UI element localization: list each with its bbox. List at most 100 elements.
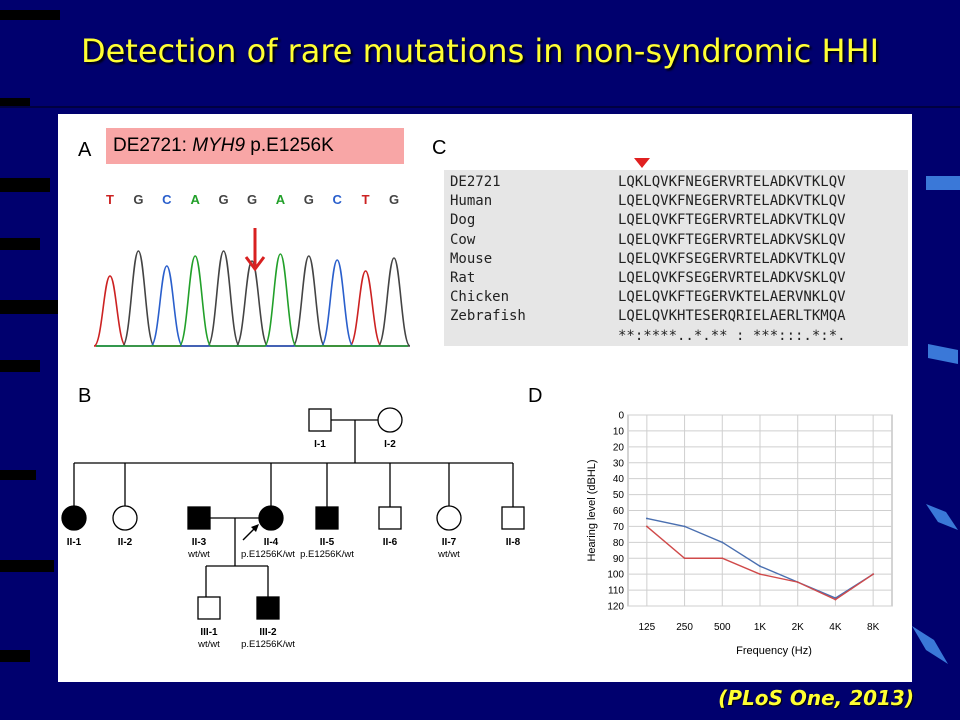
pedigree-genotype: p.E1256K/wt xyxy=(241,639,295,650)
citation: (PLoS One, 2013) xyxy=(718,686,914,710)
pedigree-id: I-2 xyxy=(384,439,396,450)
data-point xyxy=(645,525,648,528)
pedigree-female-symbol xyxy=(61,505,87,531)
x-tick-label: 125 xyxy=(639,622,656,633)
data-point xyxy=(872,573,875,576)
y-axis-label: Hearing level (dBHL) xyxy=(586,459,598,561)
base-call: C xyxy=(162,192,172,207)
pedigree-id: II-7 xyxy=(442,537,457,548)
alignment-species: Dog xyxy=(450,212,476,229)
mutation-arrow-icon xyxy=(244,228,266,272)
base-call: T xyxy=(106,192,114,207)
pedigree-female-symbol xyxy=(258,505,284,531)
alignment-species: Human xyxy=(450,193,493,210)
data-point xyxy=(683,557,686,560)
y-tick-label: 50 xyxy=(613,490,625,501)
pedigree-male-symbol xyxy=(308,408,332,432)
pedigree-id: I-1 xyxy=(314,439,326,450)
pedigree-female-symbol xyxy=(436,505,462,531)
panel-b-letter: B xyxy=(78,385,91,407)
alignment-sequence: LQKLQVKFNEGERVRTELADKVTKLQV xyxy=(618,174,846,190)
x-axis-label: Frequency (Hz) xyxy=(736,645,812,657)
base-call: G xyxy=(133,192,143,207)
alignment-species: Zebrafish xyxy=(450,308,526,325)
pedigree-id: II-2 xyxy=(118,537,133,548)
base-call: T xyxy=(362,192,370,207)
figure-panel: DE2721: MYH9 p.E1256K DE2721 LQKLQVKFNEGE… xyxy=(58,114,912,682)
x-tick-label: 500 xyxy=(714,622,731,633)
alignment-sequence: LQELQVKFTEGERVRTELADKVTKLQV xyxy=(618,212,846,229)
pedigree-female-symbol xyxy=(377,407,403,433)
panel-d-letter: D xyxy=(528,385,542,407)
panel-c-letter: C xyxy=(432,137,446,159)
y-tick-label: 100 xyxy=(607,570,624,581)
data-point xyxy=(721,557,724,560)
base-call: C xyxy=(333,192,343,207)
base-call: G xyxy=(389,192,399,207)
pedigree-genotype: wt/wt xyxy=(197,639,220,650)
mutation-label-prefix: DE2721: xyxy=(113,135,193,156)
base-call: G xyxy=(219,192,229,207)
mutation-label-variant: p.E1256K xyxy=(245,135,334,156)
y-tick-label: 120 xyxy=(607,602,624,613)
pedigree-id: II-3 xyxy=(192,537,207,548)
y-tick-label: 20 xyxy=(613,442,625,453)
pedigree-male-symbol xyxy=(187,506,211,530)
base-call: A xyxy=(276,192,286,207)
base-call: G xyxy=(304,192,314,207)
trace-line xyxy=(96,250,411,347)
pedigree-male-symbol xyxy=(501,506,525,530)
data-point xyxy=(834,598,837,601)
x-tick-label: 4K xyxy=(829,622,842,633)
x-tick-label: 250 xyxy=(676,622,693,633)
pedigree-genotype: wt/wt xyxy=(437,549,460,560)
x-tick-label: 2K xyxy=(792,622,805,633)
base-call: A xyxy=(191,192,201,207)
data-point xyxy=(759,565,761,568)
mutation-label: DE2721: MYH9 p.E1256K xyxy=(106,128,404,164)
pedigree-genotype: wt/wt xyxy=(187,549,210,560)
data-point xyxy=(683,525,686,528)
alignment-marker-icon xyxy=(634,158,650,168)
pedigree-male-symbol xyxy=(197,596,221,620)
alignment-species: DE2721 xyxy=(450,174,501,190)
x-tick-label: 1K xyxy=(754,622,767,633)
y-tick-label: 90 xyxy=(613,554,625,565)
data-point xyxy=(796,581,799,584)
data-point xyxy=(721,541,724,544)
mutation-label-gene: MYH9 xyxy=(192,135,246,156)
alignment-sequence: LQELQVKFTEGERVKTELAERVNKLQV xyxy=(618,289,846,306)
trace-line xyxy=(93,270,408,347)
pedigree-id: II-5 xyxy=(320,537,335,548)
y-tick-label: 110 xyxy=(608,586,624,597)
alignment-species: Mouse xyxy=(450,250,493,267)
alignment-species: Cow xyxy=(450,231,476,248)
alignment-species: Chicken xyxy=(450,289,510,306)
y-tick-label: 30 xyxy=(613,458,625,469)
pedigree-genotype: p.E1256K/wt xyxy=(300,549,354,560)
alignment-sequence: LQELQVKFTEGERVRTELADKVSKLQV xyxy=(618,231,846,248)
trace-line xyxy=(96,253,408,347)
data-point xyxy=(759,573,761,576)
y-tick-label: 40 xyxy=(613,474,625,485)
pedigree-male-symbol xyxy=(315,506,339,530)
base-call: G xyxy=(247,192,257,207)
data-point xyxy=(645,517,648,520)
pedigree-id: III-1 xyxy=(200,627,218,638)
alignment-sequence: LQELQVKFSEGERVRTELADKVSKLQV xyxy=(618,270,846,286)
slide-title: Detection of rare mutations in non-syndr… xyxy=(80,32,880,70)
x-tick-label: 8K xyxy=(867,622,880,633)
alignment-sequence: LQELQVKFNEGERVRTELADKVTKLQV xyxy=(618,193,846,210)
pedigree-id: III-2 xyxy=(259,627,277,638)
proband-arrowhead-icon xyxy=(251,524,259,532)
pedigree-genotype: p.E1256K/wt xyxy=(241,549,295,560)
y-tick-label: 60 xyxy=(613,506,625,517)
pedigree-female-symbol xyxy=(112,505,138,531)
pedigree-male-symbol xyxy=(256,596,280,620)
alignment-sequence: **:****..*.** : ***:::.*:*. xyxy=(618,327,846,344)
